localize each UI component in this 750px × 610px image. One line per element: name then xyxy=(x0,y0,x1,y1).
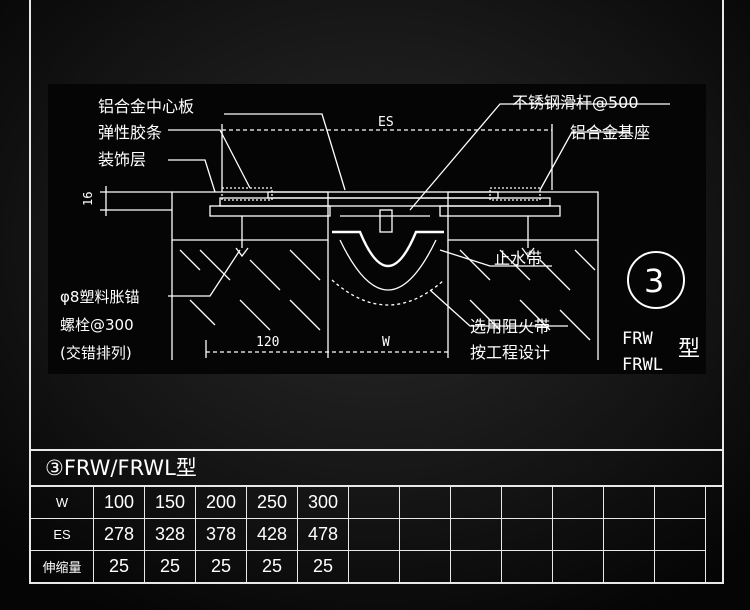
table-cell xyxy=(501,518,553,551)
type-label-frw: FRW xyxy=(622,329,653,349)
table-cell: 25 xyxy=(195,550,247,583)
dim-w-label: W xyxy=(382,335,390,350)
label-slide-bar: 不锈钢滑杆@500 xyxy=(512,93,639,112)
table-cell xyxy=(552,518,604,551)
table-cell xyxy=(348,550,400,583)
table-cell: 328 xyxy=(144,518,196,551)
type-number-circle: 3 xyxy=(644,262,664,300)
table-cell xyxy=(552,487,604,519)
table-cell xyxy=(450,550,502,583)
label-center-plate: 铝合金中心板 xyxy=(98,97,194,116)
table-cell xyxy=(654,487,706,519)
row-header: 伸缩量 xyxy=(31,550,94,583)
table-cell xyxy=(654,550,706,583)
table-cell: 478 xyxy=(297,518,349,551)
table-cell xyxy=(450,487,502,519)
type-label-frwl: FRWL xyxy=(622,355,663,375)
label-anchor-line3: (交错排列) xyxy=(60,344,132,362)
table-cell xyxy=(450,518,502,551)
label-base-seat: 铝合金基座 xyxy=(570,123,650,142)
label-fire-line2: 按工程设计 xyxy=(470,343,550,362)
table-cell xyxy=(603,487,655,519)
table-cell: 25 xyxy=(93,550,145,583)
label-elastic-strip: 弹性胶条 xyxy=(98,123,162,142)
spec-table-title: ③FRW/FRWL型 xyxy=(31,451,722,487)
table-cell: 25 xyxy=(297,550,349,583)
table-cell: 25 xyxy=(144,550,196,583)
table-cell xyxy=(348,518,400,551)
table-cell: 150 xyxy=(144,487,196,519)
label-decor-layer: 装饰层 xyxy=(98,150,146,169)
dim-16-label: 16 xyxy=(81,192,95,206)
table-cell xyxy=(399,518,451,551)
drawing-frame xyxy=(29,0,724,584)
type-label-suffix: 型 xyxy=(678,337,700,362)
table-cell xyxy=(603,518,655,551)
row-header: W xyxy=(31,487,94,519)
label-water-stop: 止水带 xyxy=(494,249,542,268)
table-cell xyxy=(603,550,655,583)
table-cell: 300 xyxy=(297,487,349,519)
table-cell: 25 xyxy=(246,550,298,583)
label-fire-line1: 选用阻火带 xyxy=(470,317,550,336)
row-header: ES xyxy=(31,518,94,551)
table-cell xyxy=(552,550,604,583)
table-cell xyxy=(399,550,451,583)
table-cell: 200 xyxy=(195,487,247,519)
dim-120-label: 120 xyxy=(256,335,279,350)
table-cell xyxy=(399,487,451,519)
table-cell xyxy=(501,487,553,519)
expansion-joint-section-drawing: 铝合金中心板 弹性胶条 装饰层 不锈钢滑杆@500 铝合金基座 止水带 φ8塑料… xyxy=(60,93,701,375)
table-cell xyxy=(654,518,706,551)
dim-es-label: ES xyxy=(378,115,394,130)
label-anchor-line1: φ8塑料胀锚 xyxy=(60,288,139,306)
label-anchor-line2: 螺栓@300 xyxy=(60,316,134,334)
table-cell xyxy=(501,550,553,583)
table-cell: 278 xyxy=(93,518,145,551)
table-cell: 378 xyxy=(195,518,247,551)
table-cell: 100 xyxy=(93,487,145,519)
table-cell xyxy=(348,487,400,519)
table-cell: 428 xyxy=(246,518,298,551)
table-cell: 250 xyxy=(246,487,298,519)
